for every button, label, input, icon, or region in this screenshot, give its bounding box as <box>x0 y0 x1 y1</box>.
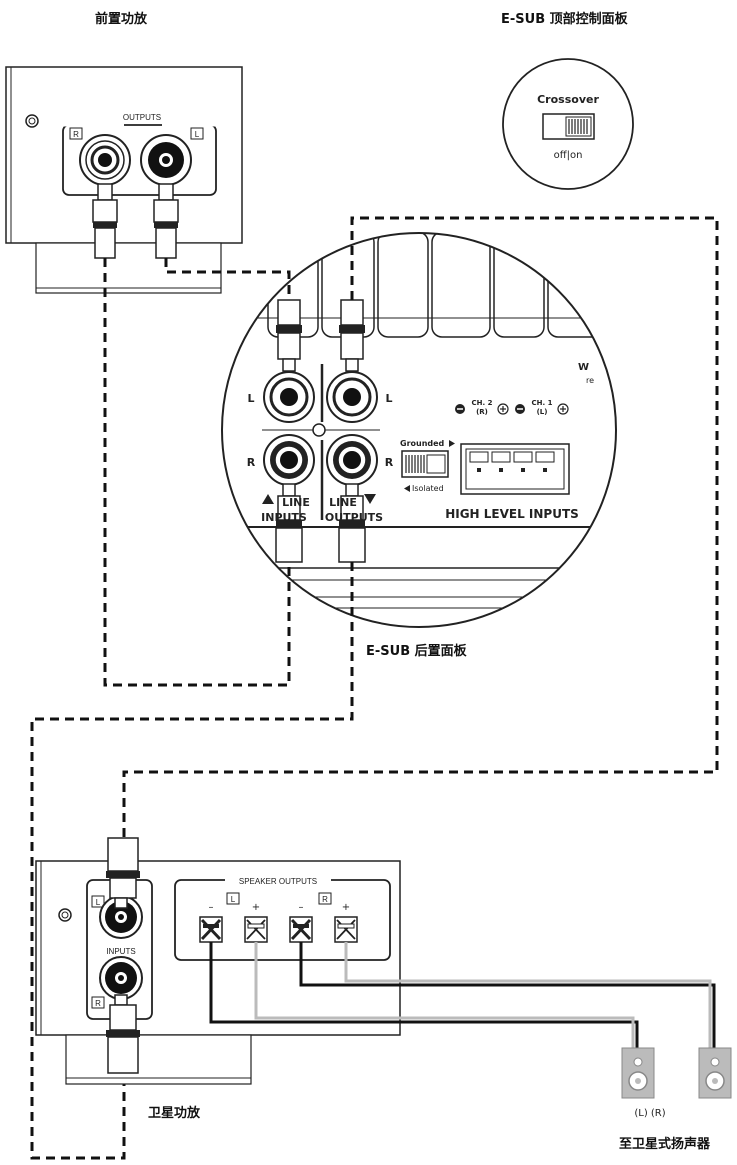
svg-text:CH. 1: CH. 1 <box>532 399 553 407</box>
line-outputs-label: LINE OUTPUTS <box>325 494 383 524</box>
grounded-label: Grounded <box>400 439 445 448</box>
caption-satellite-amp: 卫星功放 <box>148 1106 201 1121</box>
wire-r-plus <box>344 942 712 1048</box>
wire-l-plus <box>254 942 635 1048</box>
preamp-r-plug <box>92 183 118 259</box>
preamp-outputs-label: OUTPUTS <box>123 113 161 122</box>
cable-rear-r-out-to-sat-r <box>30 562 354 1160</box>
speaker-right <box>698 1047 732 1099</box>
rear-output-l-jack <box>326 371 378 423</box>
preamp-l-jack <box>140 134 192 186</box>
rear-r-in-plug <box>275 483 303 563</box>
rear-out-l-label: L <box>385 392 392 405</box>
svg-text:–: – <box>299 902 304 913</box>
terminal-l-minus <box>199 916 223 943</box>
cable-preamp-l-to-rear-l-in <box>164 258 291 300</box>
rear-out-r-label: R <box>385 456 394 469</box>
wire-l-minus <box>209 942 639 1048</box>
rear-panel-zoom: W re L L R R <box>221 232 617 628</box>
ch2-label-group: CH. 2 (R) <box>455 399 509 416</box>
svg-text:L: L <box>231 895 236 904</box>
sat-r-plug <box>106 994 140 1074</box>
preamp-l-label: L <box>195 130 200 139</box>
cable-rear-l-out-to-sat-l <box>122 216 719 838</box>
screw-icon <box>25 114 39 128</box>
svg-text:LINE: LINE <box>282 496 310 509</box>
rear-l-in-plug <box>276 299 302 372</box>
rear-in-r-label: R <box>247 456 256 469</box>
screw-icon <box>58 908 72 922</box>
caption-preamp: 前置功放 <box>95 12 148 27</box>
rear-input-l-jack <box>263 371 315 423</box>
satellite-amp-unit: L R INPUTS <box>35 837 401 1085</box>
terminal-r-minus <box>289 916 313 943</box>
speaker-wires <box>209 942 716 1048</box>
terminal-r-plus <box>334 916 358 943</box>
preamp-unit: OUTPUTS R L <box>5 66 243 294</box>
sat-input-l-jack <box>99 895 143 939</box>
svg-text:–: – <box>209 902 214 913</box>
preamp-r-label: R <box>73 130 79 139</box>
sat-l-plug <box>106 837 140 909</box>
preamp-l-plug <box>153 183 179 259</box>
svg-text:(R): (R) <box>476 408 488 416</box>
rear-output-r-jack <box>326 434 378 486</box>
dashed-cables <box>30 216 719 1160</box>
isolated-label: Isolated <box>412 484 444 493</box>
svg-text:OUTPUTS: OUTPUTS <box>325 511 383 524</box>
crossover-switch-label: off|on <box>554 150 583 161</box>
line-inputs-label: LINE INPUTS <box>261 494 310 524</box>
sat-in-r-label: R <box>95 999 101 1008</box>
high-level-terminal <box>460 443 570 495</box>
high-level-inputs-label: HIGH LEVEL INPUTS <box>445 507 579 521</box>
partial-label-1: W <box>578 362 589 373</box>
speaker-outputs-panel: SPEAKER OUTPUTS – L + – R + <box>174 872 391 961</box>
caption-rear-panel: E-SUB 后置面板 <box>366 644 467 659</box>
speaker-outputs-label: SPEAKER OUTPUTS <box>239 877 317 886</box>
svg-text:INPUTS: INPUTS <box>261 511 307 524</box>
svg-text:+: + <box>342 902 350 913</box>
sat-in-l-label: L <box>96 898 101 907</box>
speakers-lr-label: (L) (R) <box>634 1108 665 1119</box>
svg-text:(L): (L) <box>537 408 548 416</box>
caption-top-panel: E-SUB 顶部控制面板 <box>501 12 628 27</box>
preamp-r-jack <box>79 134 131 186</box>
ch1-label-group: CH. 1 (L) <box>515 399 569 416</box>
svg-text:LINE: LINE <box>329 496 357 509</box>
crossover-switch[interactable] <box>542 113 595 140</box>
terminal-l-plus <box>244 916 268 943</box>
arrow-up-icon <box>262 494 274 504</box>
rear-input-r-jack <box>263 434 315 486</box>
cable-preamp-r-to-rear-r-in <box>103 258 291 687</box>
crossover-label: Crossover <box>537 93 599 106</box>
caption-to-speakers: 至卫星式扬声器 <box>619 1137 711 1152</box>
arrow-left-icon <box>404 485 410 492</box>
svg-text:CH. 2: CH. 2 <box>472 399 493 407</box>
preamp-outputs-panel: OUTPUTS R L <box>62 113 217 196</box>
sat-inputs-label: INPUTS <box>106 947 135 956</box>
wire-r-minus <box>299 942 716 1048</box>
svg-text:+: + <box>252 902 260 913</box>
sat-input-r-jack <box>99 956 143 1000</box>
sat-inputs-panel: L R INPUTS <box>86 879 153 1020</box>
partial-label-2: re <box>586 376 594 385</box>
arrow-right-icon <box>449 440 455 447</box>
rear-r-out-plug <box>338 483 366 563</box>
rear-in-l-label: L <box>247 392 254 405</box>
ground-lift-switch[interactable] <box>401 450 449 478</box>
rear-l-out-plug <box>339 299 365 372</box>
arrow-down-icon <box>364 494 376 504</box>
svg-text:R: R <box>322 895 328 904</box>
speaker-left <box>621 1047 655 1099</box>
top-control-panel: Crossover off|on <box>502 58 634 190</box>
